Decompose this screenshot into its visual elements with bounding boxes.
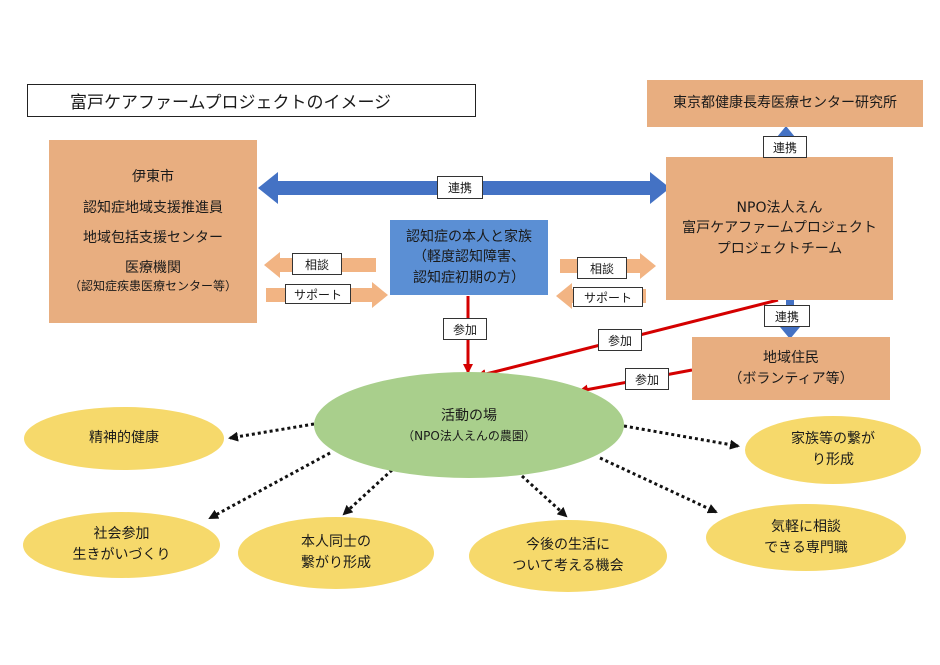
outcome-consult-l1: 気軽に相談 [771,518,841,535]
sanka-person-label: 参加 [443,318,487,340]
outcome-future-l1: 今後の生活に [526,537,610,553]
npo-box: NPO法人えん 富戸ケアファームプロジェクト プロジェクトチーム [666,157,893,300]
outcome-arrow-mental [228,422,315,442]
renkei-top-arrow [777,126,795,145]
medical-institutions-note: （認知症疾患医療センター等） [68,279,237,294]
outcome-family-ties: 家族等の繋が り形成 [745,416,921,484]
outcome-casual-consultation: 気軽に相談 できる専門職 [706,504,906,571]
outcome-arrow-family [623,424,740,450]
outcome-social-l1: 社会参加 [93,526,150,542]
renkei-top-label: 連携 [763,136,807,158]
outcome-arrow-future [520,474,568,518]
npo-project: 富戸ケアファームプロジェクト [682,220,877,237]
sanka-residents-label: 参加 [625,368,669,390]
outcome-arrow-consult [599,456,718,514]
soudan-left-label: 相談 [292,253,342,275]
sanka-npo-label: 参加 [598,329,642,351]
outcome-arrow-social [208,451,331,520]
outcome-peers-l1: 本人同士の [301,534,371,550]
outcome-arrow-peers [342,468,394,516]
renkei-bottom-label: 連携 [764,305,810,327]
outcome-peer-ties: 本人同士の 繋がり形成 [238,517,434,589]
outcome-future-life: 今後の生活に ついて考える機会 [469,520,667,592]
npo-team: プロジェクトチーム [716,240,843,257]
outcome-family-l1: 家族等の繋が [791,431,875,447]
activity-hub: 活動の場 （NPO法人えんの農園） [314,372,624,478]
outcome-social-l2: 生きがいづくり [72,547,171,563]
institute-name: 東京都健康長寿医療センター研究所 [673,95,897,112]
diagram-title: 富戸ケアファームプロジェクトのイメージ [27,84,476,117]
outcome-peers-l2: 繋がり形成 [301,555,371,571]
city-name: 伊東市 [132,169,174,186]
outcome-social-participation: 社会参加 生きがいづくり [23,512,220,578]
institute-box: 東京都健康長寿医療センター研究所 [647,80,923,127]
outcome-future-l2: ついて考える機会 [512,558,624,574]
hub-sub: （NPO法人えんの農園） [402,428,536,443]
outcome-family-l2: り形成 [812,452,854,468]
person-sub2: 認知症初期の方） [413,269,525,286]
person-title: 認知症の本人と家族 [406,229,532,246]
outcome-consult-l2: できる専門職 [764,539,848,556]
outcome-mental-health: 精神的健康 [24,407,224,470]
residents-title: 地域住民 [763,350,819,367]
person-sub1: （軽度認知障害、 [413,249,525,266]
soudan-right-label: 相談 [577,257,627,279]
city-box: 伊東市 認知症地域支援推進員 地域包括支援センター 医療機関 （認知症疾患医療セ… [49,140,257,323]
outcome-mental-health-text: 精神的健康 [89,430,159,446]
comprehensive-support-center: 地域包括支援センター [83,229,223,246]
npo-name: NPO法人えん [736,200,823,217]
support-left-label: サポート [285,284,351,304]
medical-institutions: 医療機関 [125,260,181,277]
hub-title: 活動の場 [441,407,497,424]
dementia-promoter: 認知症地域支援推進員 [83,199,223,216]
support-right-label: サポート [573,287,643,307]
residents-sub: （ボランティア等） [728,370,854,387]
renkei-main-label: 連携 [437,176,483,199]
residents-box: 地域住民 （ボランティア等） [692,337,890,400]
person-box: 認知症の本人と家族 （軽度認知障害、 認知症初期の方） [390,220,548,295]
